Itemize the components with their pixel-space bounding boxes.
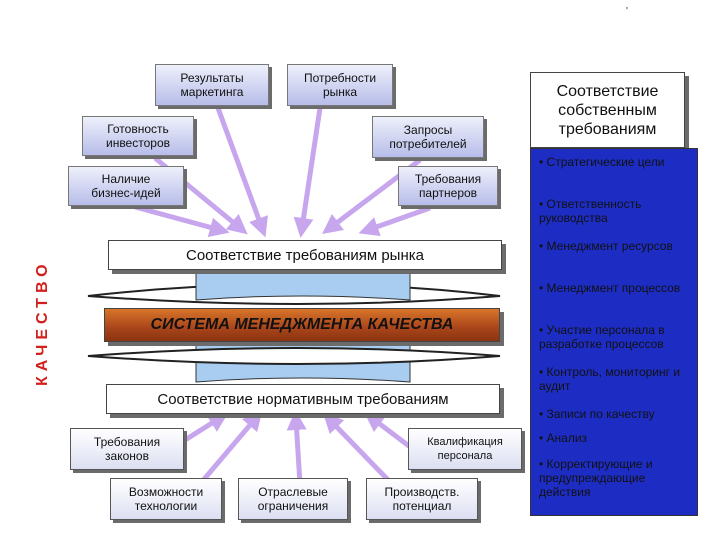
factor-business-ideas: Наличие бизнес-идей: [68, 166, 184, 206]
arrow-industry: [286, 410, 307, 485]
band-market-compliance: Соответствие требованиям рынка: [108, 240, 502, 270]
factor-staff-qualification: Квалификация персонала: [408, 428, 522, 470]
arrow-ideas: [127, 202, 230, 238]
arrow-partners: [358, 205, 431, 237]
band-quality-management-system: СИСТЕМА МЕНЕДЖМЕНТА КАЧЕСТВА: [104, 308, 500, 342]
factor-technology-capabilities: Возможности технологии: [110, 478, 222, 520]
list-item: • Ответственность руководства: [539, 197, 642, 225]
own-requirements-list: • Стратегические цели • Ответственность …: [530, 148, 698, 516]
factor-market-needs: Потребности рынка: [287, 64, 393, 106]
arrow-results: [215, 107, 268, 238]
factor-industry-constraints: Отраслевые ограничения: [238, 478, 348, 520]
lower-lens-line: [87, 347, 501, 365]
list-item: • Анализ: [539, 431, 588, 445]
list-item: • Контроль, мониторинг и аудит: [539, 365, 681, 393]
small-mark: ': [626, 6, 628, 17]
factor-marketing-results: Результаты маркетинга: [155, 64, 269, 106]
list-item: • Менеджмент ресурсов: [539, 239, 673, 253]
side-label-quality: КАЧЕСТВО: [34, 259, 51, 387]
factor-partner-requirements: Требования партнеров: [398, 166, 498, 206]
list-item: • Менеджмент процессов: [539, 281, 681, 295]
upper-connector: [195, 268, 411, 301]
factor-legal-requirements: Требования законов: [70, 428, 184, 470]
list-item: • Корректирующие и предупреждающие дейст…: [539, 457, 653, 499]
arrow-production: [323, 412, 394, 486]
arrow-technology: [198, 410, 263, 486]
arrow-needs: [293, 107, 323, 238]
factor-production-potential: Производств. потенциал: [366, 478, 478, 520]
list-item: • Стратегические цели: [539, 155, 665, 169]
list-item: • Участие персонала в разработке процесс…: [539, 323, 665, 351]
own-requirements-title: Соответствие собственным требованиям: [530, 72, 685, 148]
factor-investor-readiness: Готовность инвесторов: [82, 116, 194, 156]
list-item: • Записи по качеству: [539, 407, 655, 421]
band-normative-compliance: Соответствие нормативным требованиям: [106, 384, 500, 414]
factor-consumer-requests: Запросы потребителей: [372, 116, 484, 158]
